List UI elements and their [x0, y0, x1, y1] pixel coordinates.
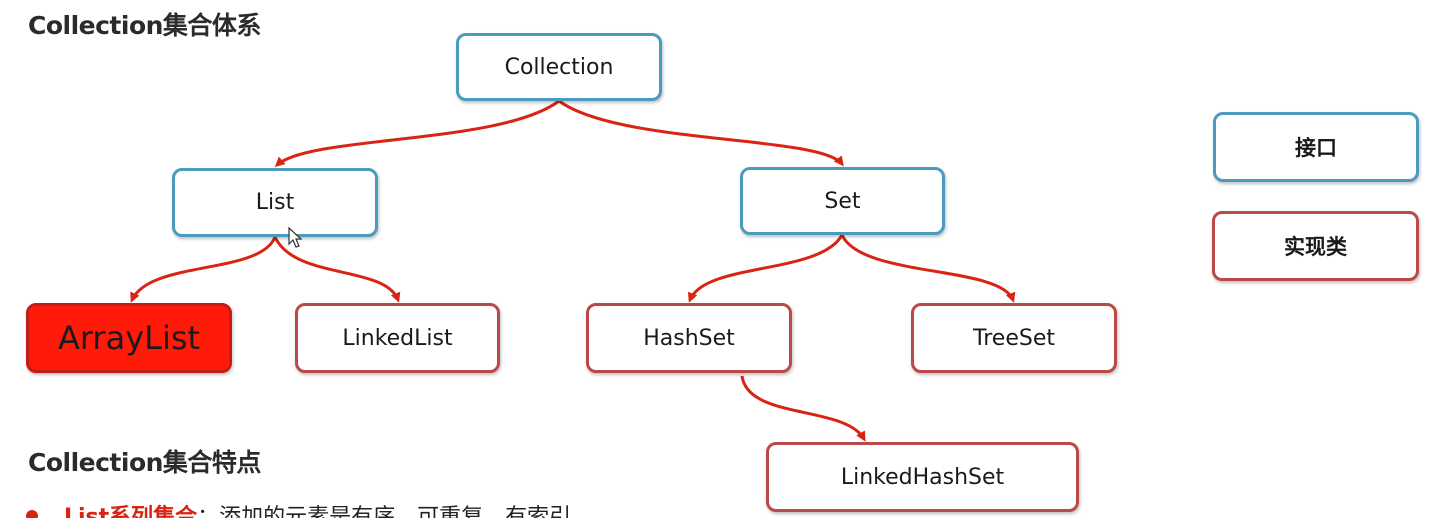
node-list-label: List: [255, 190, 295, 215]
bullet-dot-icon: [26, 510, 38, 518]
node-hashset-label: HashSet: [643, 325, 735, 351]
edge-set-hashset: [687, 234, 844, 303]
features-title: Collection集合特点: [28, 448, 261, 477]
edge-hashset-linkedhashset: [740, 375, 866, 442]
node-linkedhashset: LinkedHashSet: [766, 442, 1079, 512]
node-collection: Collection: [456, 33, 662, 101]
node-list: List: [172, 168, 378, 237]
edge-collection-list: [274, 99, 560, 168]
edge-list-arraylist: [130, 236, 277, 303]
mouse-cursor-icon: [288, 227, 303, 248]
hierarchy-title: Collection集合体系: [28, 11, 261, 40]
legend-interface: 接口: [1213, 112, 1419, 182]
node-linkedhashset-label: LinkedHashSet: [840, 464, 1005, 490]
list-feature-bullet: List系列集合：添加的元素是有序、可重复、有索引: [26, 504, 571, 518]
edge-collection-set: [558, 99, 844, 167]
legend-impl: 实现类: [1212, 211, 1419, 281]
node-treeset-label: TreeSet: [973, 325, 1055, 351]
legend-interface-label: 接口: [1295, 136, 1337, 160]
node-arraylist-label: ArrayList: [57, 319, 201, 357]
node-linkedlist: LinkedList: [295, 303, 500, 373]
bullet-body-text: ：添加的元素是有序、可重复、有索引: [197, 505, 572, 518]
node-linkedlist-label: LinkedList: [342, 325, 453, 351]
bullet-strong-text: List系列集合: [64, 505, 198, 518]
node-treeset: TreeSet: [911, 303, 1117, 373]
node-set-label: Set: [824, 188, 861, 214]
edge-list-linkedlist: [273, 236, 401, 303]
legend-impl-label: 实现类: [1284, 235, 1347, 259]
node-set: Set: [740, 167, 945, 235]
node-hashset: HashSet: [586, 303, 792, 373]
edge-set-treeset: [840, 234, 1016, 303]
node-collection-label: Collection: [504, 54, 614, 80]
node-arraylist: ArrayList: [26, 303, 232, 373]
